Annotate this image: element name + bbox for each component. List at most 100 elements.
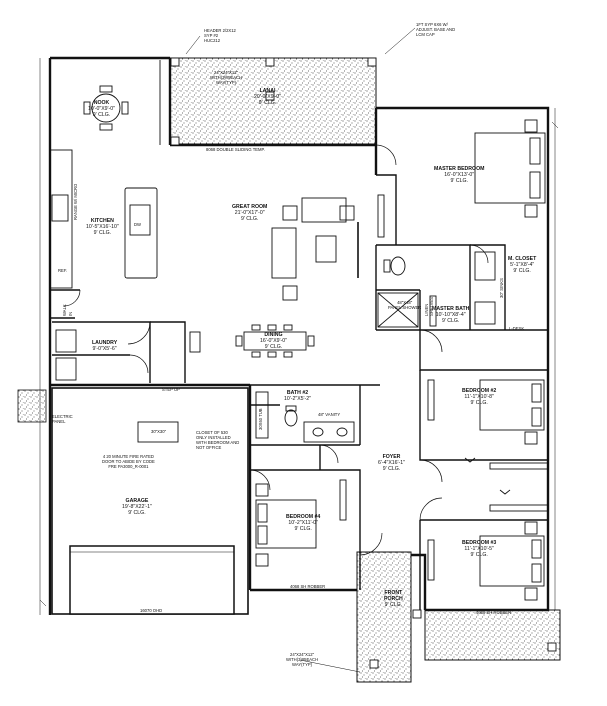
note-shower: 48"X48" PANEL SHOWER: [388, 300, 421, 310]
great-room-name: GREAT ROOM: [232, 204, 268, 210]
foyer-dims: 6'-4"X16'-1": [378, 460, 406, 467]
note-fire-door: 4 20 MINUTE FIRE RATED DOOR TO ABIDE BY …: [102, 454, 155, 469]
foyer-ceiling: 9' CLG.: [382, 466, 401, 473]
note-fire-door-1: 4 20 MINUTE FIRE RATED: [102, 454, 154, 459]
room-label-bedroom4: BEDROOM #4 10'-2"X11'-0" 9' CLG.: [286, 514, 320, 533]
note-shower-2: PANEL SHOWER: [388, 305, 422, 310]
note-closet-3: WITH BEDROOM AND: [196, 440, 240, 445]
room-label-bath2: BATH #2 10'-2"X5'-2": [284, 390, 311, 402]
porch-slab-2: [424, 609, 561, 661]
m-closet-dims: 5'-1"X8'-4": [510, 262, 535, 269]
door-swings: [63, 144, 489, 556]
note-l-desk: L-DESK: [509, 326, 525, 331]
garage-ceiling: 9' CLG.: [128, 510, 146, 517]
room-label-foyer: FOYER 6'-4"X16'-1" 9' CLG.: [378, 454, 405, 473]
note-post-line2: ADJUST. BASE AND: [416, 27, 456, 32]
note-fire-door-2: DOOR TO ABIDE BY CODE: [102, 459, 155, 464]
note-header: HEADER 2/2X12 SYP #2 HUC212: [204, 28, 236, 43]
note-ref: REF.: [58, 268, 68, 273]
note-range: RANGE W/ MICRO: [73, 183, 78, 220]
bedroom2-bed: [427, 379, 545, 445]
dining-dims: 16'-0"X9'-0": [260, 338, 288, 345]
master-bath-dims: 10'-10"X8'-4": [435, 312, 466, 319]
master-bedroom-ceiling: 9' CLG.: [450, 178, 468, 185]
lanai-slab: [169, 57, 377, 145]
bedroom4-ceiling: 9' CLG.: [294, 526, 312, 533]
laundry-name: LAUNDRY: [92, 340, 118, 346]
lanai-ceiling: 9' CLG.: [258, 100, 277, 107]
note-vanity: 48" VANITY: [318, 412, 341, 417]
room-label-garage: GARAGE 19'-8"X22'-1" 9' CLG.: [122, 498, 152, 517]
note-header-line3: HUC212: [204, 38, 221, 43]
note-garage-door: 16070 OHD: [140, 608, 163, 613]
lanai-dims: 20'-0"X9'-0": [254, 94, 282, 101]
note-pantry: WALK: [62, 304, 67, 316]
porch-slab: [356, 551, 412, 683]
room-label-kitchen: KITCHEN 10'-5"X16'-10" 9' CLG.: [86, 218, 119, 237]
bedroom2-ceiling: 9' CLG.: [470, 400, 488, 407]
note-post-line3: LCM CAP: [416, 32, 435, 37]
nook-table: [83, 60, 161, 145]
note-attic: 30"X30": [151, 429, 167, 434]
master-bedroom-name: MASTER BEDROOM: [434, 166, 485, 172]
great-room-furniture: [271, 197, 359, 301]
side-slab: [17, 389, 47, 423]
great-room-dims: 21'-0"X17'-0": [234, 210, 265, 217]
m-closet-ceiling: 9' CLG.: [513, 268, 531, 275]
note-linen-2: SHELVES: [429, 296, 434, 316]
bedroom4-bed: [255, 479, 347, 567]
master-bath-ceiling: 9' CLG.: [441, 318, 460, 325]
grid-ticks: [39, 58, 559, 615]
bedroom3-ceiling: 9' CLG.: [470, 552, 488, 559]
room-label-bedroom2: BEDROOM #2 11'-1"X10'-8" 9' CLG.: [462, 388, 496, 407]
bedroom3-dims: 11'-1"X10'-5": [464, 546, 494, 553]
kitchen-name: KITCHEN: [90, 218, 114, 224]
front-porch-name: FRONT: [384, 590, 403, 596]
note-electric-panel: ELECTRIC PANEL: [52, 414, 73, 424]
note-b4-header: 4068 SH ROBBER: [290, 584, 326, 589]
garage-name: GARAGE: [125, 498, 149, 504]
master-bath-fixtures: [377, 251, 496, 328]
nook-ceiling: 9' CLG.: [92, 112, 111, 119]
master-bedroom-dims: 16'-0"X13'-0": [444, 172, 475, 179]
laundry-dims: 9'-0"X5'-6": [92, 346, 117, 353]
dining-name: DINING: [264, 332, 283, 338]
room-label-m-closet: M. CLOSET 5'-1"X8'-4" 9' CLG.: [508, 256, 536, 275]
exterior-walls: [48, 56, 550, 615]
note-post-line1: 1FT SYP 6X6 W/: [416, 22, 448, 27]
room-label-dining: DINING 16'-0"X9'-0" 9' CLG.: [260, 332, 287, 351]
note-footing-lanai-1: 24"X24"X12": [214, 70, 239, 75]
nook-name: NOOK: [93, 100, 110, 106]
note-electric-2: PANEL: [52, 419, 66, 424]
kitchen-ceiling: 9' CLG.: [93, 230, 112, 237]
bath2-dims: 10'-2"X5'-2": [284, 396, 312, 403]
room-label-nook: NOOK 10'-0"X9'-0" 9' CLG.: [88, 100, 115, 119]
kitchen-dims: 10'-5"X16'-10": [86, 224, 119, 231]
note-pantry-2: IN: [68, 311, 73, 316]
note-slider: 8068 DOUBLE SLIDING TEMP.: [206, 147, 265, 152]
note-footing-lanai-3: WAY(TYP): [216, 80, 237, 85]
room-label-great-room: GREAT ROOM 21'-0"X17'-0" 9' CLG.: [232, 204, 267, 223]
leader-lines: [185, 27, 416, 673]
note-tub: 30X60 TUB: [258, 408, 263, 430]
note-footing-porch: 24"X24"X12" WITH(3)#5EACH WAY(TYP): [286, 652, 318, 667]
note-closet-1: CLOSET OF 530: [196, 430, 228, 435]
bath2-name: BATH #2: [286, 390, 309, 396]
foyer-name: FOYER: [382, 454, 401, 460]
kitchen-counters: [49, 149, 158, 289]
garage-dims: 19'-8"X22'-1": [122, 504, 152, 511]
bedroom3-bed: [427, 521, 545, 601]
great-room-ceiling: 9' CLG.: [240, 216, 259, 223]
note-footing-porch-1: 24"X24"X12": [290, 652, 315, 657]
note-b3-header: 4068 SH ROBBER: [476, 610, 512, 615]
note-closet: CLOSET OF 530 ONLY INSTALLED WITH BEDROO…: [196, 430, 239, 450]
dining-ceiling: 9' CLG.: [264, 344, 283, 351]
room-label-laundry: LAUNDRY 9'-0"X5'-6": [92, 340, 117, 352]
note-header-line2: SYP #2: [204, 33, 219, 38]
note-closet-4: NOT OFFICE: [196, 445, 222, 450]
master-bed: [377, 119, 546, 238]
note-footing-porch-3: WAY(TYP): [292, 662, 313, 667]
room-label-master-bedroom: MASTER BEDROOM 16'-0"X13'-0" 9' CLG.: [434, 166, 484, 185]
